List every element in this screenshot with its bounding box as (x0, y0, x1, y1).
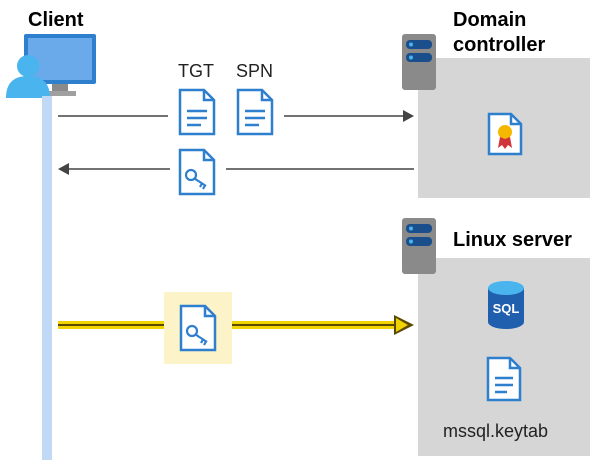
key-document-icon (179, 304, 217, 352)
certificate-icon (487, 112, 523, 156)
linux-server-title: Linux server (453, 229, 572, 251)
spn-document-icon (236, 88, 274, 136)
tgt-label: TGT (178, 61, 214, 81)
server-icon (402, 34, 436, 90)
domain-controller-title-line2: controller (453, 34, 546, 56)
request-arrow (58, 109, 414, 123)
sql-label: SQL (493, 301, 520, 316)
keytab-label: mssql.keytab (443, 421, 549, 441)
sql-database-icon: SQL (486, 280, 526, 330)
client-title: Client (28, 9, 84, 31)
server-icon (402, 218, 436, 274)
client-user-icon (6, 34, 96, 98)
service-ticket-arrow (58, 315, 414, 335)
tgt-document-icon (178, 88, 216, 136)
key-document-icon (178, 148, 216, 196)
client-lifeline (42, 96, 52, 460)
keytab-document-icon (486, 356, 522, 402)
spn-label: SPN (236, 61, 274, 81)
domain-controller-title-line1: Domain (453, 9, 527, 31)
response-arrow (58, 162, 414, 176)
